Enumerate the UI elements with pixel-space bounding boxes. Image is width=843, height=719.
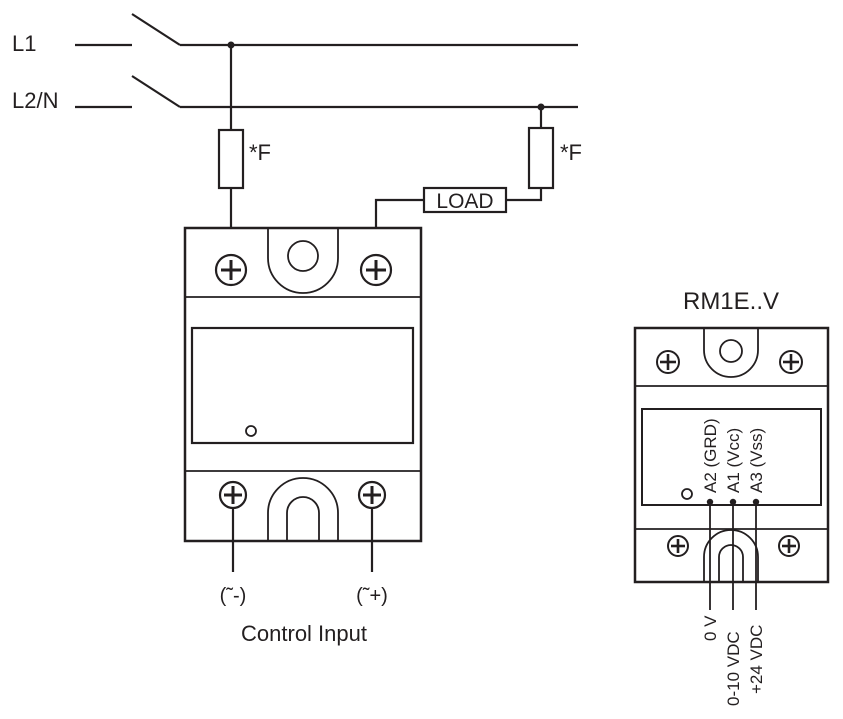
left-fuse-label: *F [249, 140, 271, 165]
load-label: LOAD [436, 190, 493, 213]
relay-top-mounting-hole-icon [287, 240, 319, 272]
control-input-caption: Control Input [241, 621, 367, 646]
phillips-screw-icon [779, 350, 803, 374]
phillips-screw-icon [667, 535, 689, 557]
rm1e-bottom-terminal-1 [667, 535, 689, 557]
right-fuse-label: *F [560, 140, 582, 165]
supply-lines: L1 L2/N [12, 13, 578, 113]
phillips-screw-icon [656, 350, 680, 374]
phillips-screw-icon [359, 253, 393, 287]
l2n-label: L2/N [12, 88, 58, 113]
rm1e-module: RM1E..V A2 (GRD) A1 (Vcc) A3 (Vss) [633, 288, 830, 706]
rm1e-title: RM1E..V [683, 288, 779, 315]
rm1e-signal-24vdc: +24 VDC [747, 625, 766, 694]
relay-led-indicator-icon [245, 425, 257, 437]
l2n-switch-icon [131, 75, 181, 108]
rm1e-signal-0v: 0 V [701, 615, 720, 641]
rm1e-led-indicator-icon [681, 488, 693, 500]
l1-label: L1 [12, 31, 36, 56]
control-minus-label: (˜-) [220, 585, 247, 607]
left-fuse-icon [217, 128, 245, 190]
phillips-screw-icon [214, 253, 248, 287]
rm1e-terminal-a1: A1 (Vcc) [724, 428, 743, 493]
relay-top-mount-outline [267, 228, 339, 294]
rm1e-load-terminal-1 [656, 350, 680, 374]
rm1e-terminal-a2: A2 (GRD) [701, 418, 720, 493]
right-fuse-icon [527, 126, 555, 190]
rm1e-top-mount-outline [703, 328, 759, 378]
relay-label-window [190, 326, 415, 445]
rm1e-terminal-a3: A3 (Vss) [747, 428, 766, 493]
relay-body [183, 226, 423, 543]
solid-state-relay: (˜-) (˜+) Control Input [183, 226, 423, 646]
protection-and-load: *F *F LOAD [217, 45, 582, 258]
relay-load-terminal-2 [359, 253, 393, 287]
relay-bottom-mount-slot-inner [286, 496, 320, 541]
rm1e-signal-0-10vdc: 0-10 VDC [724, 631, 743, 706]
right-fuse-out-wire [506, 188, 543, 202]
rm1e-top-mounting-hole-icon [719, 339, 743, 363]
rm1e-bottom-terminal-2 [778, 535, 800, 557]
rm1e-bottom-mount-slot-inner [718, 544, 744, 582]
control-plus-label: (˜+) [356, 585, 388, 607]
rm1e-label-window [641, 408, 822, 506]
rm1e-bottom-mount-slot [703, 529, 759, 582]
relay-bottom-mount-slot [267, 477, 339, 541]
phillips-screw-icon [778, 535, 800, 557]
relay-load-terminal-1 [214, 253, 248, 287]
rm1e-load-terminal-2 [779, 350, 803, 374]
l1-switch-icon [131, 13, 181, 46]
